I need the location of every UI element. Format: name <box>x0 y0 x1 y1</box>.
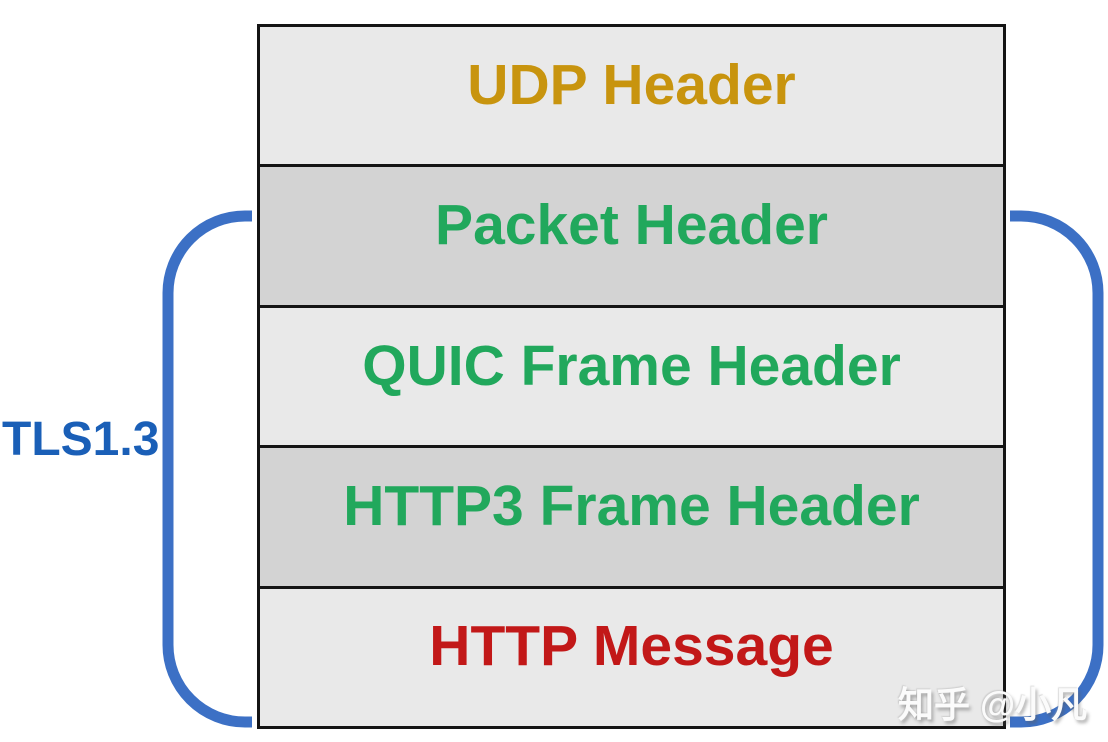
layer-http3-frame-header: HTTP3 Frame Header <box>260 445 1003 586</box>
watermark: 知乎 @小凡 <box>898 684 1088 725</box>
tls-version-label: TLS1.3 <box>2 413 160 466</box>
layer-udp-header: UDP Header <box>260 27 1003 165</box>
layer-quic-frame-header: QUIC Frame Header <box>260 304 1003 446</box>
tls-left-bracket <box>162 210 252 728</box>
tls-right-bracket <box>1010 210 1104 728</box>
layer-label-quic-frame-header: QUIC Frame Header <box>362 333 901 398</box>
protocol-stack: UDP Header Packet Header QUIC Frame Head… <box>257 24 1006 729</box>
layer-packet-header: Packet Header <box>260 164 1003 305</box>
layer-label-http3-frame-header: HTTP3 Frame Header <box>343 473 920 538</box>
layer-label-http-message: HTTP Message <box>429 614 834 679</box>
layer-http-message: HTTP Message <box>260 585 1003 727</box>
layer-label-packet-header: Packet Header <box>435 193 828 258</box>
layer-label-udp-header: UDP Header <box>467 52 796 117</box>
